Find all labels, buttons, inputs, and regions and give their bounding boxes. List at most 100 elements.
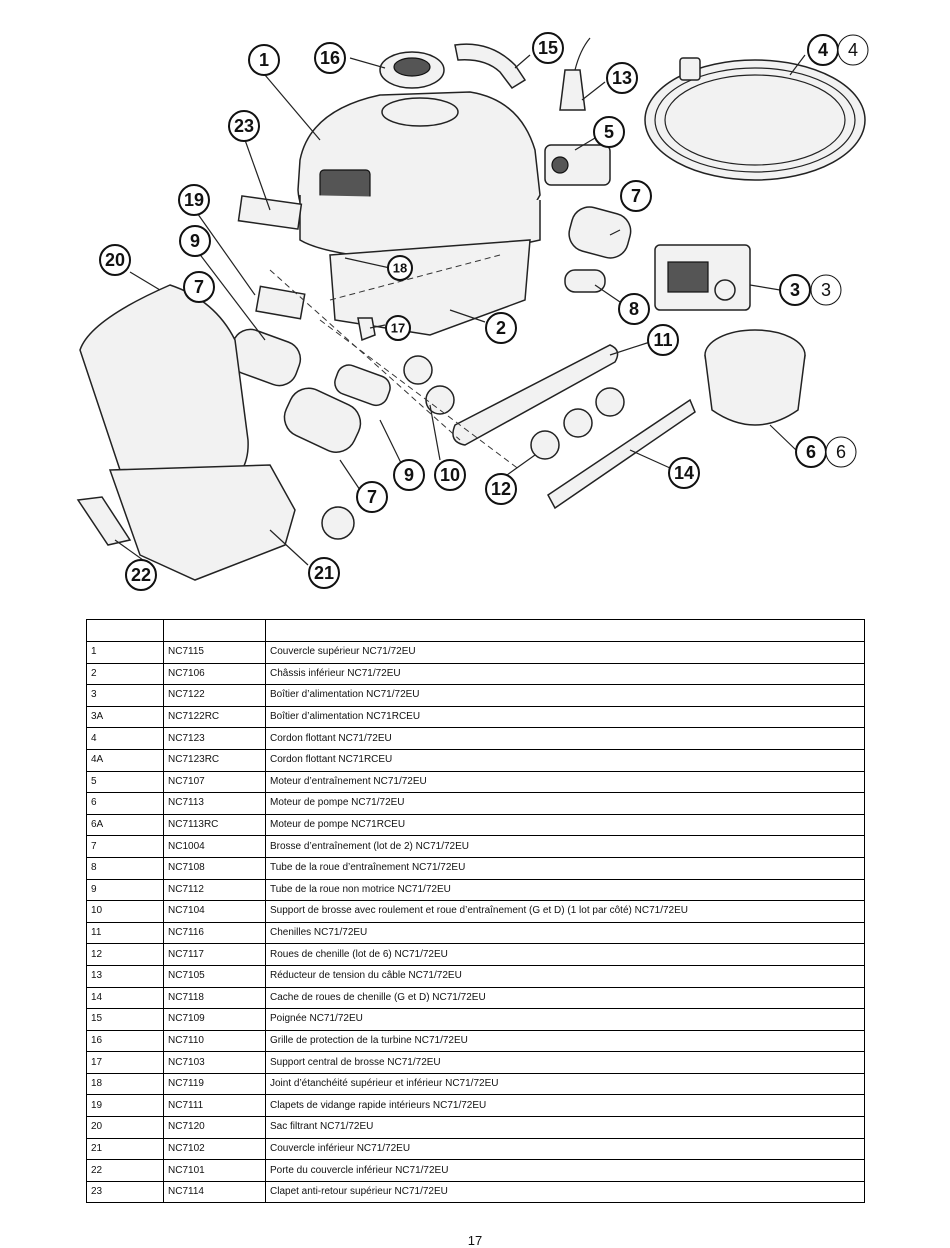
cell-code: NC7123 bbox=[163, 727, 266, 750]
callout-9-lower: 9 bbox=[393, 459, 425, 491]
cell-code: NC7114 bbox=[163, 1180, 266, 1204]
cell-description: Moteur de pompe NC71RCEU bbox=[265, 813, 865, 837]
cell-description: Support central de brosse NC71/72EU bbox=[265, 1051, 865, 1074]
cell-description: Clapets de vidange rapide intérieurs NC7… bbox=[265, 1094, 865, 1118]
header-description bbox=[265, 619, 865, 642]
cell-ref: 6A bbox=[86, 813, 164, 837]
cell-ref: 16 bbox=[86, 1029, 164, 1053]
callout-12: 12 bbox=[485, 473, 517, 505]
callout-4: 4 bbox=[807, 34, 839, 66]
cell-ref: 2 bbox=[86, 662, 164, 686]
callout-22: 22 bbox=[125, 559, 157, 591]
cell-code: NC7108 bbox=[163, 856, 266, 880]
drain-flaps-part bbox=[255, 285, 306, 320]
bottom-cover-part bbox=[108, 464, 296, 581]
callout-6-alt: 6 bbox=[825, 436, 857, 468]
svg-text:23: 23 bbox=[234, 116, 254, 136]
cell-code: NC7104 bbox=[163, 900, 266, 923]
cell-code: NC7123RC bbox=[163, 748, 266, 772]
callout-16: 16 bbox=[314, 42, 346, 74]
callout-23: 23 bbox=[228, 110, 260, 142]
cell-description: Réducteur de tension du câble NC71/72EU bbox=[265, 964, 865, 988]
handle-part bbox=[454, 43, 527, 89]
callout-7-right: 7 bbox=[620, 180, 652, 212]
cell-ref: 5 bbox=[86, 770, 164, 794]
callout-8: 8 bbox=[618, 293, 650, 325]
svg-text:8: 8 bbox=[629, 299, 639, 319]
power-supply-part bbox=[654, 244, 751, 311]
cell-code: NC7119 bbox=[163, 1072, 266, 1096]
cell-code: NC7118 bbox=[163, 986, 266, 1010]
svg-text:4: 4 bbox=[848, 40, 858, 60]
svg-text:12: 12 bbox=[491, 479, 511, 499]
cell-description: Grille de protection de la turbine NC71/… bbox=[265, 1029, 865, 1053]
non-drive-wheel-tube-part bbox=[334, 364, 391, 407]
top-cover-part bbox=[297, 91, 541, 263]
cell-code: NC7110 bbox=[163, 1029, 266, 1053]
cell-description: Moteur de pompe NC71/72EU bbox=[265, 792, 865, 815]
cell-code: NC1004 bbox=[163, 835, 266, 858]
track-wheels-part bbox=[530, 387, 625, 460]
cell-ref: 18 bbox=[86, 1072, 164, 1096]
cell-code: NC7122RC bbox=[163, 705, 266, 729]
cell-ref: 3A bbox=[86, 705, 164, 729]
cell-ref: 1 bbox=[86, 641, 164, 664]
cell-description: Sac filtrant NC71/72EU bbox=[265, 1116, 865, 1139]
cell-ref: 6 bbox=[86, 792, 164, 815]
floating-cord-part bbox=[644, 57, 866, 181]
cell-description: Tube de la roue non motrice NC71/72EU bbox=[265, 878, 865, 902]
cell-description: Chenilles NC71/72EU bbox=[265, 921, 865, 945]
cell-ref: 23 bbox=[86, 1180, 164, 1204]
cell-ref: 20 bbox=[86, 1116, 164, 1139]
cell-ref: 8 bbox=[86, 856, 164, 880]
callout-3: 3 bbox=[779, 274, 811, 306]
drive-motor-part bbox=[544, 144, 611, 186]
turbine-grill-part bbox=[379, 51, 445, 89]
cell-description: Boîtier d’alimentation NC71/72EU bbox=[265, 684, 865, 707]
cell-description: Couvercle inférieur NC71/72EU bbox=[265, 1137, 865, 1161]
cell-code: NC7109 bbox=[163, 1008, 266, 1031]
drive-wheel-tube-part bbox=[564, 269, 606, 293]
cell-description: Moteur d’entraînement NC71/72EU bbox=[265, 770, 865, 794]
header-ref bbox=[86, 619, 164, 642]
callout-11: 11 bbox=[647, 324, 679, 356]
cell-code: NC7102 bbox=[163, 1137, 266, 1161]
svg-text:19: 19 bbox=[184, 190, 204, 210]
svg-text:7: 7 bbox=[194, 277, 204, 297]
check-valve-part bbox=[237, 195, 303, 230]
cell-code: NC7117 bbox=[163, 943, 266, 966]
callout-18: 18 bbox=[387, 255, 413, 281]
callout-20: 20 bbox=[99, 244, 131, 276]
svg-text:5: 5 bbox=[604, 122, 614, 142]
cell-description: Boîtier d’alimentation NC71RCEU bbox=[265, 705, 865, 729]
svg-text:9: 9 bbox=[190, 231, 200, 251]
svg-text:2: 2 bbox=[496, 318, 506, 338]
cell-description: Cordon flottant NC71RCEU bbox=[265, 748, 865, 772]
cell-code: NC7113RC bbox=[163, 813, 266, 837]
drive-brush-lower-part bbox=[283, 387, 362, 453]
lower-chassis-part bbox=[329, 239, 531, 336]
cell-ref: 21 bbox=[86, 1137, 164, 1161]
svg-text:4: 4 bbox=[818, 40, 828, 60]
callout-9-upper: 9 bbox=[179, 225, 211, 257]
cell-ref: 15 bbox=[86, 1008, 164, 1031]
cell-description: Cordon flottant NC71/72EU bbox=[265, 727, 865, 750]
svg-text:17: 17 bbox=[391, 321, 405, 336]
callout-15: 15 bbox=[532, 32, 564, 64]
callout-6: 6 bbox=[795, 436, 827, 468]
